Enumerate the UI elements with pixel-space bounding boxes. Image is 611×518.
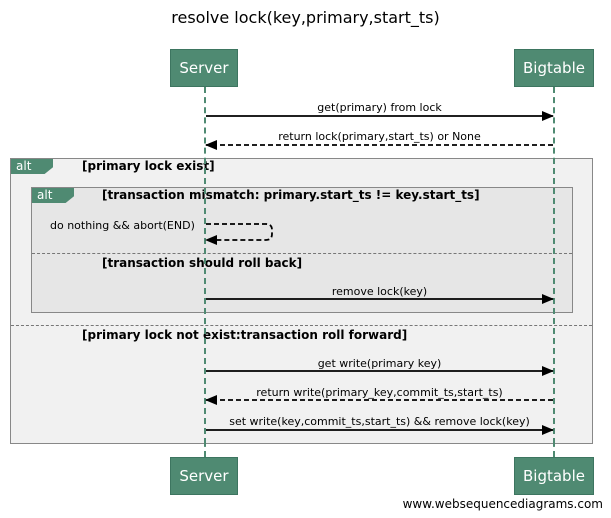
watermark-link[interactable]: www.websequencediagrams.com (402, 497, 603, 511)
inner-guard-roll-back: [transaction should roll back] (102, 256, 303, 270)
participant-server-top: Server (170, 49, 238, 87)
server-lifeline-overlay (204, 158, 206, 444)
alt-frame-outer-tag: alt (11, 159, 53, 174)
message-get-write: get write(primary key) (317, 357, 442, 370)
outer-guard-primary-lock-exist: [primary lock exist] (82, 159, 215, 173)
bigtable-lifeline-overlay (553, 158, 555, 444)
inner-guard-transaction-mismatch: [transaction mismatch: primary.start_ts … (102, 188, 480, 202)
arrow-self-abort (205, 223, 273, 245)
inner-alt-divider (32, 253, 572, 254)
diagram-title: resolve lock(key,primary,start_ts) (171, 8, 440, 27)
message-return-write: return write(primary_key,commit_ts,start… (256, 386, 503, 399)
message-return-lock: return lock(primary,start_ts) or None (278, 130, 481, 143)
message-self-abort: do nothing && abort(END) (50, 219, 195, 232)
participant-bigtable-bottom: Bigtable (514, 457, 594, 495)
alt-frame-inner (31, 187, 573, 313)
message-set-write: set write(key,commit_ts,start_ts) && rem… (229, 415, 530, 428)
message-get-primary: get(primary) from lock (317, 101, 442, 114)
message-remove-lock: remove lock(key) (331, 285, 428, 298)
alt-frame-inner-tag: alt (32, 188, 74, 203)
participant-server-bottom: Server (170, 457, 238, 495)
outer-alt-divider (11, 325, 592, 326)
participant-bigtable-top: Bigtable (514, 49, 594, 87)
outer-guard-roll-forward: [primary lock not exist:transaction roll… (82, 328, 408, 342)
